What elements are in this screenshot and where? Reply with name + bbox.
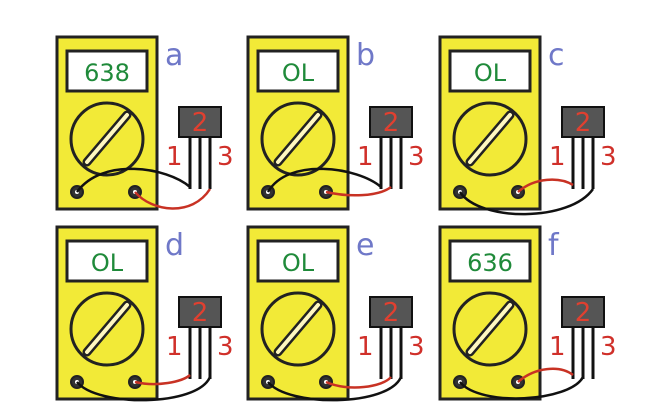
pin-label-3: 3: [408, 332, 425, 362]
panel-label: f: [548, 228, 560, 263]
multimeter-display: [65, 239, 149, 283]
pin-label-2: 2: [192, 298, 209, 328]
multimeter-display: [256, 49, 340, 93]
pin-label-3: 3: [217, 332, 234, 362]
pin-label-2: 2: [383, 298, 400, 328]
pin-label-2: 2: [575, 108, 592, 138]
multimeter-display: [65, 49, 149, 93]
panel-d: OL d 21 3: [55, 225, 234, 402]
pin-label-2: 2: [575, 298, 592, 328]
panel-c: OL c 21 3: [438, 35, 617, 216]
dial-pointer: [85, 303, 129, 354]
pin-label-1: 1: [166, 332, 183, 362]
black-probe-wire: [75, 167, 191, 193]
panel-label: d: [165, 228, 184, 263]
dial-pointer: [468, 113, 512, 164]
black-probe-wire: [76, 376, 212, 402]
black-probe-wire: [459, 376, 585, 400]
red-probe-wire: [325, 376, 392, 389]
transistor-body: [561, 296, 605, 328]
display-reading: OL: [282, 59, 315, 87]
pin-label-1: 1: [357, 332, 374, 362]
pin-label-2: 2: [192, 108, 209, 138]
pin-label-3: 3: [217, 142, 234, 172]
display-reading: 636: [467, 249, 513, 277]
panel-label: b: [356, 38, 375, 73]
panel-label: e: [356, 228, 374, 263]
panel-label: a: [165, 38, 183, 73]
red-probe-wire: [325, 185, 392, 197]
dial-pointer: [276, 113, 320, 164]
pin-label-1: 1: [549, 332, 566, 362]
display-reading: 638: [84, 59, 130, 87]
pin-label-1: 1: [166, 142, 183, 172]
multimeter-display: [448, 239, 532, 283]
panel-f: 636 f 21 3: [438, 225, 617, 401]
display-reading: OL: [91, 249, 124, 277]
pin-label-3: 3: [408, 142, 425, 172]
black-probe-wire: [267, 376, 403, 402]
display-reading: OL: [474, 59, 507, 87]
dial-pointer: [276, 303, 320, 354]
transistor-body: [178, 296, 222, 328]
black-probe-wire: [458, 188, 595, 216]
pin-label-1: 1: [549, 142, 566, 172]
display-reading: OL: [282, 249, 315, 277]
red-probe-wire: [517, 367, 574, 383]
dial-pointer: [85, 113, 129, 164]
multimeter-display: [256, 239, 340, 283]
red-probe-wire: [134, 188, 212, 210]
panel-b: OL b 21 3: [246, 35, 425, 211]
red-probe-wire: [134, 373, 191, 386]
panel-e: OL e 21 3: [246, 225, 425, 402]
pin-label-2: 2: [383, 108, 400, 138]
pin-label-3: 3: [600, 332, 617, 362]
black-probe-wire: [266, 167, 382, 193]
red-probe-wire: [517, 178, 574, 193]
pin-label-3: 3: [600, 142, 617, 172]
multimeter-display: [448, 49, 532, 93]
panel-a: 638 a 21 3: [55, 35, 234, 211]
panel-label: c: [548, 38, 565, 73]
dial-pointer: [468, 303, 512, 354]
pin-label-1: 1: [357, 142, 374, 172]
transistor-body: [178, 106, 222, 138]
